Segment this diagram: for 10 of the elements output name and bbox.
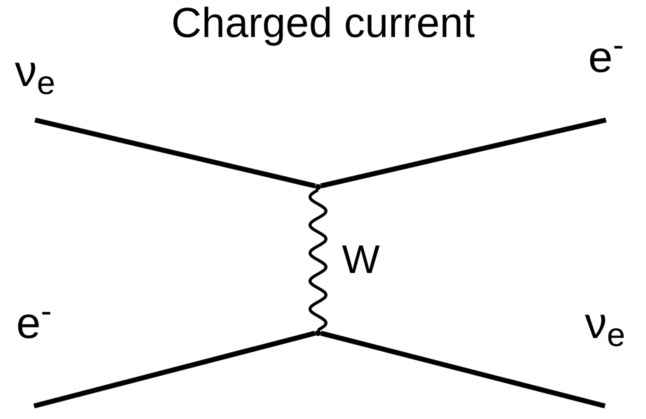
particle-line: [320, 330, 606, 408]
particle-label: ν$_{e}$: [584, 302, 626, 346]
particle-line: [320, 118, 607, 188]
wavy-boson-line: [308, 188, 328, 332]
particle-label: e$^{-}$: [16, 302, 52, 346]
particle-line: [34, 118, 316, 188]
particle-label: ν$_{e}$: [14, 50, 56, 94]
particle-label: e$^{-}$: [588, 36, 624, 80]
diagram-title: Charged current: [170, 2, 476, 44]
particle-line: [33, 330, 316, 408]
